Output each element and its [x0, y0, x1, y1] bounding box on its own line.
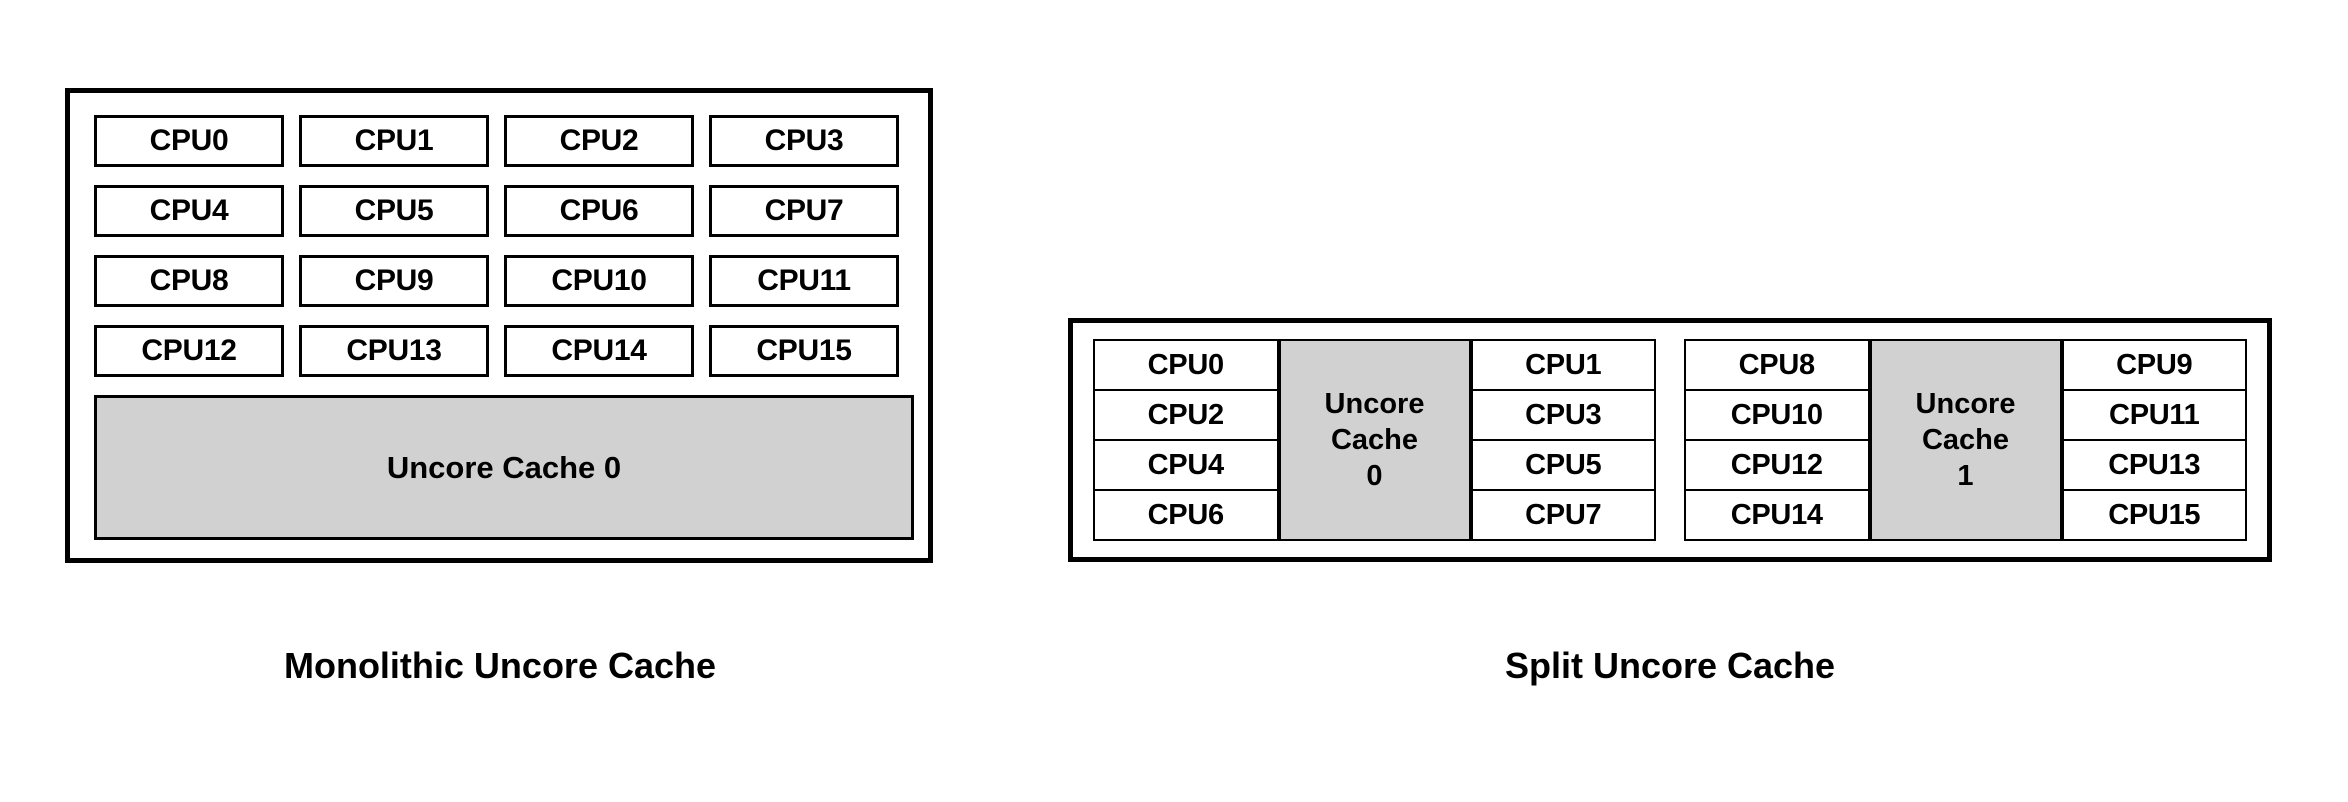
- monolithic-diagram-caption: Monolithic Uncore Cache: [283, 645, 717, 686]
- split-cache-group-1: CPU8 CPU10 CPU12 CPU14 Uncore Cache 1 CP…: [1684, 339, 2247, 541]
- uncore-cache-label-line3: 0: [1366, 460, 1383, 493]
- cpu-box: CPU14: [1684, 489, 1870, 541]
- cpu-box: CPU6: [1093, 489, 1279, 541]
- cpu-column-left: CPU8 CPU10 CPU12 CPU14: [1684, 339, 1870, 541]
- cpu-box: CPU8: [1684, 339, 1870, 391]
- cpu-box: CPU4: [1093, 439, 1279, 491]
- uncore-cache-label-line1: Uncore: [1324, 387, 1425, 420]
- cpu-box: CPU6: [504, 185, 694, 237]
- cpu-box: CPU4: [94, 185, 284, 237]
- monolithic-uncore-cache-diagram: CPU0 CPU1 CPU2 CPU3 CPU4 CPU5 CPU6 CPU7 …: [65, 88, 933, 563]
- cpu-box: CPU1: [299, 115, 489, 167]
- uncore-cache-block: Uncore Cache 1: [1869, 339, 2062, 541]
- uncore-cache-label-line2: Cache: [1921, 423, 2010, 456]
- monolithic-cpu-grid: CPU0 CPU1 CPU2 CPU3 CPU4 CPU5 CPU6 CPU7 …: [94, 115, 914, 377]
- cpu-box: CPU14: [504, 325, 694, 377]
- uncore-cache-label-line2: Cache: [1330, 423, 1419, 456]
- cpu-box: CPU12: [94, 325, 284, 377]
- cpu-box: CPU13: [299, 325, 489, 377]
- cpu-box: CPU15: [2061, 489, 2247, 541]
- cpu-column-right: CPU1 CPU3 CPU5 CPU7: [1470, 339, 1656, 541]
- cpu-box: CPU8: [94, 255, 284, 307]
- cpu-box: CPU3: [709, 115, 899, 167]
- cpu-box: CPU1: [1470, 339, 1656, 391]
- split-uncore-cache-diagram: CPU0 CPU2 CPU4 CPU6 Uncore Cache 0 CPU1 …: [1068, 318, 2272, 562]
- cpu-box: CPU10: [1684, 389, 1870, 441]
- cpu-box: CPU5: [299, 185, 489, 237]
- cpu-box: CPU7: [709, 185, 899, 237]
- uncore-cache-label-line1: Uncore: [1915, 387, 2016, 420]
- uncore-cache-label-line3: 1: [1957, 460, 1974, 493]
- cpu-box: CPU7: [1470, 489, 1656, 541]
- uncore-cache-block: Uncore Cache 0: [1278, 339, 1471, 541]
- cpu-box: CPU12: [1684, 439, 1870, 491]
- split-cache-group-0: CPU0 CPU2 CPU4 CPU6 Uncore Cache 0 CPU1 …: [1093, 339, 1656, 541]
- cpu-box: CPU9: [2061, 339, 2247, 391]
- cpu-box: CPU3: [1470, 389, 1656, 441]
- cpu-box: CPU15: [709, 325, 899, 377]
- cpu-box: CPU5: [1470, 439, 1656, 491]
- uncore-cache-block: Uncore Cache 0: [94, 395, 914, 540]
- cpu-box: CPU11: [709, 255, 899, 307]
- cpu-box: CPU2: [1093, 389, 1279, 441]
- cpu-box: CPU9: [299, 255, 489, 307]
- cpu-column-right: CPU9 CPU11 CPU13 CPU15: [2061, 339, 2247, 541]
- cpu-box: CPU0: [1093, 339, 1279, 391]
- cpu-box: CPU13: [2061, 439, 2247, 491]
- cpu-box: CPU11: [2061, 389, 2247, 441]
- cpu-box: CPU0: [94, 115, 284, 167]
- split-diagram-caption: Split Uncore Cache: [1504, 645, 1836, 686]
- cpu-column-left: CPU0 CPU2 CPU4 CPU6: [1093, 339, 1279, 541]
- cpu-box: CPU2: [504, 115, 694, 167]
- cpu-box: CPU10: [504, 255, 694, 307]
